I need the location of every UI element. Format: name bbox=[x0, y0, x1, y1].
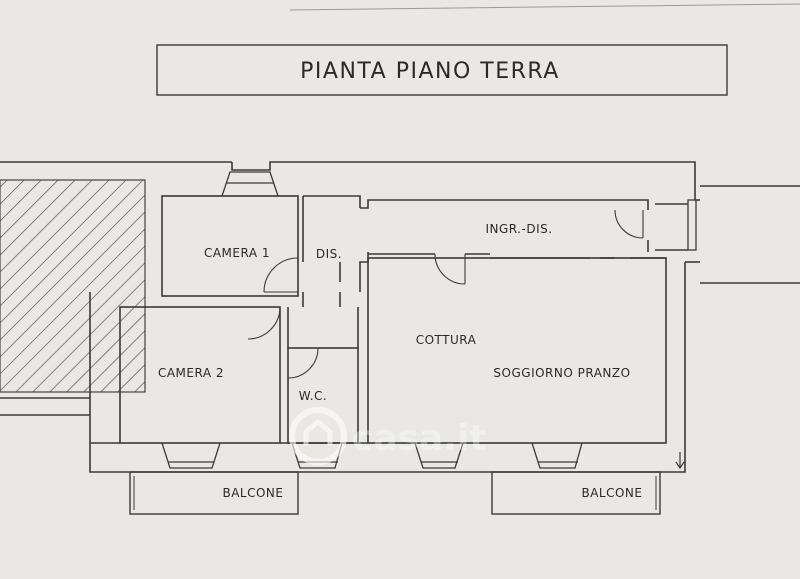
room-label-wc: W.C. bbox=[299, 389, 328, 403]
balcony-left bbox=[129, 471, 299, 515]
watermark-text: casa.it bbox=[352, 418, 487, 459]
house-icon bbox=[303, 418, 333, 446]
walls bbox=[89, 161, 800, 473]
room-label-balcone-left: BALCONE bbox=[222, 486, 283, 500]
top-edge-line bbox=[289, 3, 800, 11]
watermark-logo-icon bbox=[289, 407, 347, 465]
page-title: PIANTA PIANO TERRA bbox=[300, 59, 560, 84]
room-label-camera-2: CAMERA 2 bbox=[158, 366, 224, 380]
window-bays bbox=[161, 171, 697, 469]
room-label-balcone-right: BALCONE bbox=[581, 486, 642, 500]
hatched-area bbox=[0, 179, 146, 393]
watermark: casa.it bbox=[289, 407, 487, 465]
entrance-arrow-head bbox=[675, 461, 685, 470]
balcony-right bbox=[491, 471, 661, 515]
room-label-soggiorno-pranzo: SOGGIORNO PRANZO bbox=[493, 366, 630, 380]
room-label-ingr-dis: INGR.-DIS. bbox=[485, 222, 552, 236]
title-box bbox=[156, 44, 728, 96]
room-label-cottura: COTTURA bbox=[416, 333, 477, 347]
room-label-camera-1: CAMERA 1 bbox=[204, 246, 270, 260]
door-arcs bbox=[247, 209, 644, 379]
room-label-dis: DIS. bbox=[316, 247, 342, 261]
